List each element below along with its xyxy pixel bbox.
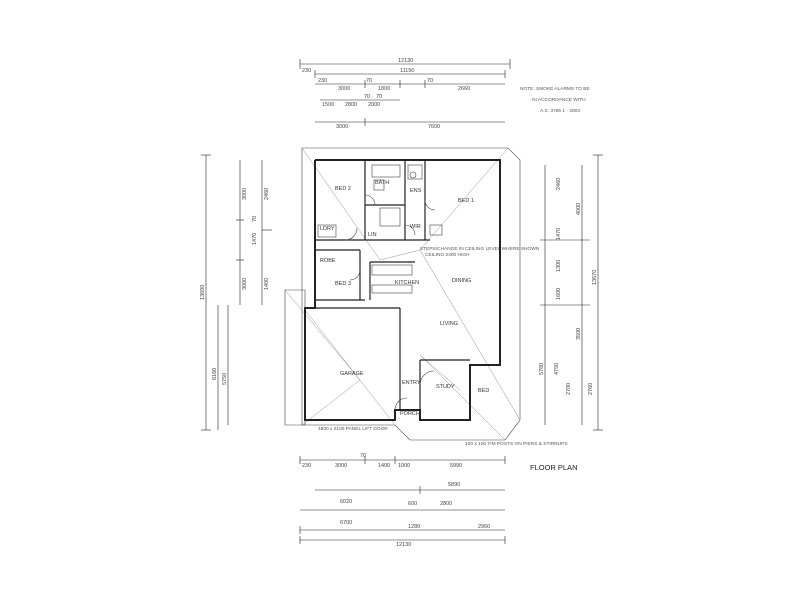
kitchen-bench [371, 264, 413, 276]
dim-bottom-r1-f: 5990 [450, 463, 462, 469]
dim-left-a4: 1470 [252, 233, 258, 245]
dim-bottom-overall: 12130 [396, 542, 411, 548]
dim-right-a5: 3500 [576, 328, 582, 340]
dim-right-a0: 2460 [556, 178, 562, 190]
room-wir: WIR [410, 224, 421, 230]
dim-right-b2: 2700 [566, 383, 572, 395]
room-dining: DINING [452, 278, 471, 284]
svg-text:A.S. 3786 1 - 2003: A.S. 3786 1 - 2003 [540, 108, 580, 114]
dim-top-small-3: 70 [376, 94, 382, 100]
door-swings [344, 194, 436, 411]
dim-top-row-e: 70 [427, 78, 433, 84]
dim-left-overall: 13690 [200, 285, 206, 300]
dim-top-row2-a: 1500 [322, 102, 334, 108]
dim-right-b1: 4750 [554, 363, 560, 375]
bottom-dimensions: 230 3000 70 1400 1000 5990 5890 2800 600… [299, 453, 506, 548]
room-porch: PORCH [400, 411, 420, 417]
dim-bottom-r3-a: 6020 [340, 499, 352, 505]
dim-top-row-b: 3000 [338, 86, 350, 92]
toilet-fixture [407, 164, 423, 180]
dim-left-a6: 1400 [264, 278, 270, 290]
top-dimensions: 12130 11150 230 230 3000 70 1800 70 2660… [299, 58, 511, 130]
room-bed2: BED 2 [335, 186, 351, 192]
dim-top-second: 11150 [400, 68, 414, 74]
svg-text:IN ACCORDANCE WITH: IN ACCORDANCE WITH [532, 97, 586, 103]
dim-bottom-r1-e: 1000 [398, 463, 410, 469]
dim-bottom-r2-b: 2800 [440, 501, 452, 507]
shower-fixture [379, 207, 401, 227]
room-bed1: BED 1 [458, 198, 474, 204]
dim-right-a3: 1300 [556, 260, 562, 272]
bathtub-fixture [371, 164, 401, 178]
ensuite-basin [429, 224, 443, 236]
note-posts: 100 x 100 TIM POSTS ON PIERS & STIRRUPS [465, 441, 568, 447]
wc-bowl [409, 171, 417, 179]
dim-right-a4: 1600 [556, 288, 562, 300]
dim-top-overall: 12130 [398, 58, 413, 64]
dim-bottom-r1-b: 3000 [335, 463, 347, 469]
dim-bottom-r4-a: 6700 [340, 520, 352, 526]
room-living: LIVING [440, 321, 458, 327]
room-kitchen: KITCHEN [395, 280, 419, 286]
note-ceiling: STEPS/CHANGE IN CEILING LEVEL WHERE SHOW… [420, 246, 540, 252]
room-labels: BED 2 BATH BED 1 ENS WIR BED 3 KITCHEN D… [320, 180, 489, 417]
dim-left-a3: 70 [252, 216, 258, 222]
dim-top-row-a: 230 [318, 78, 327, 84]
smoke-alarm-note: NOTE: SMOKE ALARMS TO BE IN ACCORDANCE W… [520, 86, 590, 114]
dim-right-a2: 1470 [556, 228, 562, 240]
right-dimensions: 13670 4000 2460 1470 1300 1600 3500 5760… [539, 154, 603, 431]
room-garage: GARAGE [340, 371, 364, 377]
dim-top-row3-a: 3000 [336, 124, 348, 130]
dim-left-a5: 3000 [242, 278, 248, 290]
dim-bottom-r1-d: 1400 [378, 463, 390, 469]
dim-left-a1: 3000 [242, 188, 248, 200]
dim-left-a2: 2460 [264, 188, 270, 200]
dim-bottom-r3-b: 1280 [408, 524, 420, 530]
plan-notes: STEPS/CHANGE IN CEILING LEVEL WHERE SHOW… [318, 246, 568, 447]
roof-outline [284, 147, 521, 441]
room-entry: ENTRY [402, 380, 421, 386]
laundry-tub [317, 224, 337, 238]
dim-top-small-2: 70 [364, 94, 370, 100]
dim-bottom-r1-a: 230 [302, 463, 311, 469]
dim-bottom-r2-c: 600 [408, 501, 417, 507]
svg-text:NOTE: SMOKE ALARMS TO BE: NOTE: SMOKE ALARMS TO BE [520, 86, 590, 92]
room-bed-alt: BED [478, 388, 489, 394]
dim-top-small-1: 230 [302, 68, 311, 74]
room-ens: ENS [410, 188, 422, 194]
room-ldry: LDRY [320, 226, 335, 232]
dim-bottom-r1-c: 70 [360, 453, 366, 459]
dim-top-row2-b: 2800 [345, 102, 357, 108]
dim-top-row-d: 1800 [378, 86, 390, 92]
room-bed3: BED 3 [335, 281, 351, 287]
dim-top-row-c: 70 [366, 78, 372, 84]
basin-fixture [373, 179, 385, 191]
note-ceiling-2: CEILING 2400 HIGH [425, 252, 470, 258]
room-study: STUDY [436, 384, 455, 390]
kitchen-island [371, 284, 413, 294]
left-dimensions: 13690 6160 5750 3000 2460 70 1470 3000 1… [200, 154, 272, 431]
dim-right-b0: 5760 [539, 363, 545, 375]
roof-hips [284, 147, 521, 441]
dim-bottom-r3-c: 2960 [478, 524, 490, 530]
dim-top-row-f: 2660 [458, 86, 470, 92]
dim-right-a1: 4000 [576, 203, 582, 215]
dim-top-row2-c: 2000 [368, 102, 380, 108]
room-robe: ROBE [320, 258, 336, 264]
note-garage-door: 4800 x 2100 PANEL LIFT DOOR [318, 426, 388, 432]
dim-right-overall: 13670 [592, 270, 598, 285]
room-linen: LIN [368, 232, 377, 238]
room-bath: BATH [375, 180, 389, 186]
dim-left-second: 6160 [212, 368, 218, 380]
fixtures [317, 164, 443, 294]
dim-left-third: 5750 [222, 373, 228, 385]
dim-bottom-r2-a: 5890 [448, 482, 460, 488]
plan-title: FLOOR PLAN [530, 463, 578, 472]
dim-right-b3: 2760 [588, 383, 594, 395]
dim-top-row3-b: 7600 [428, 124, 440, 130]
